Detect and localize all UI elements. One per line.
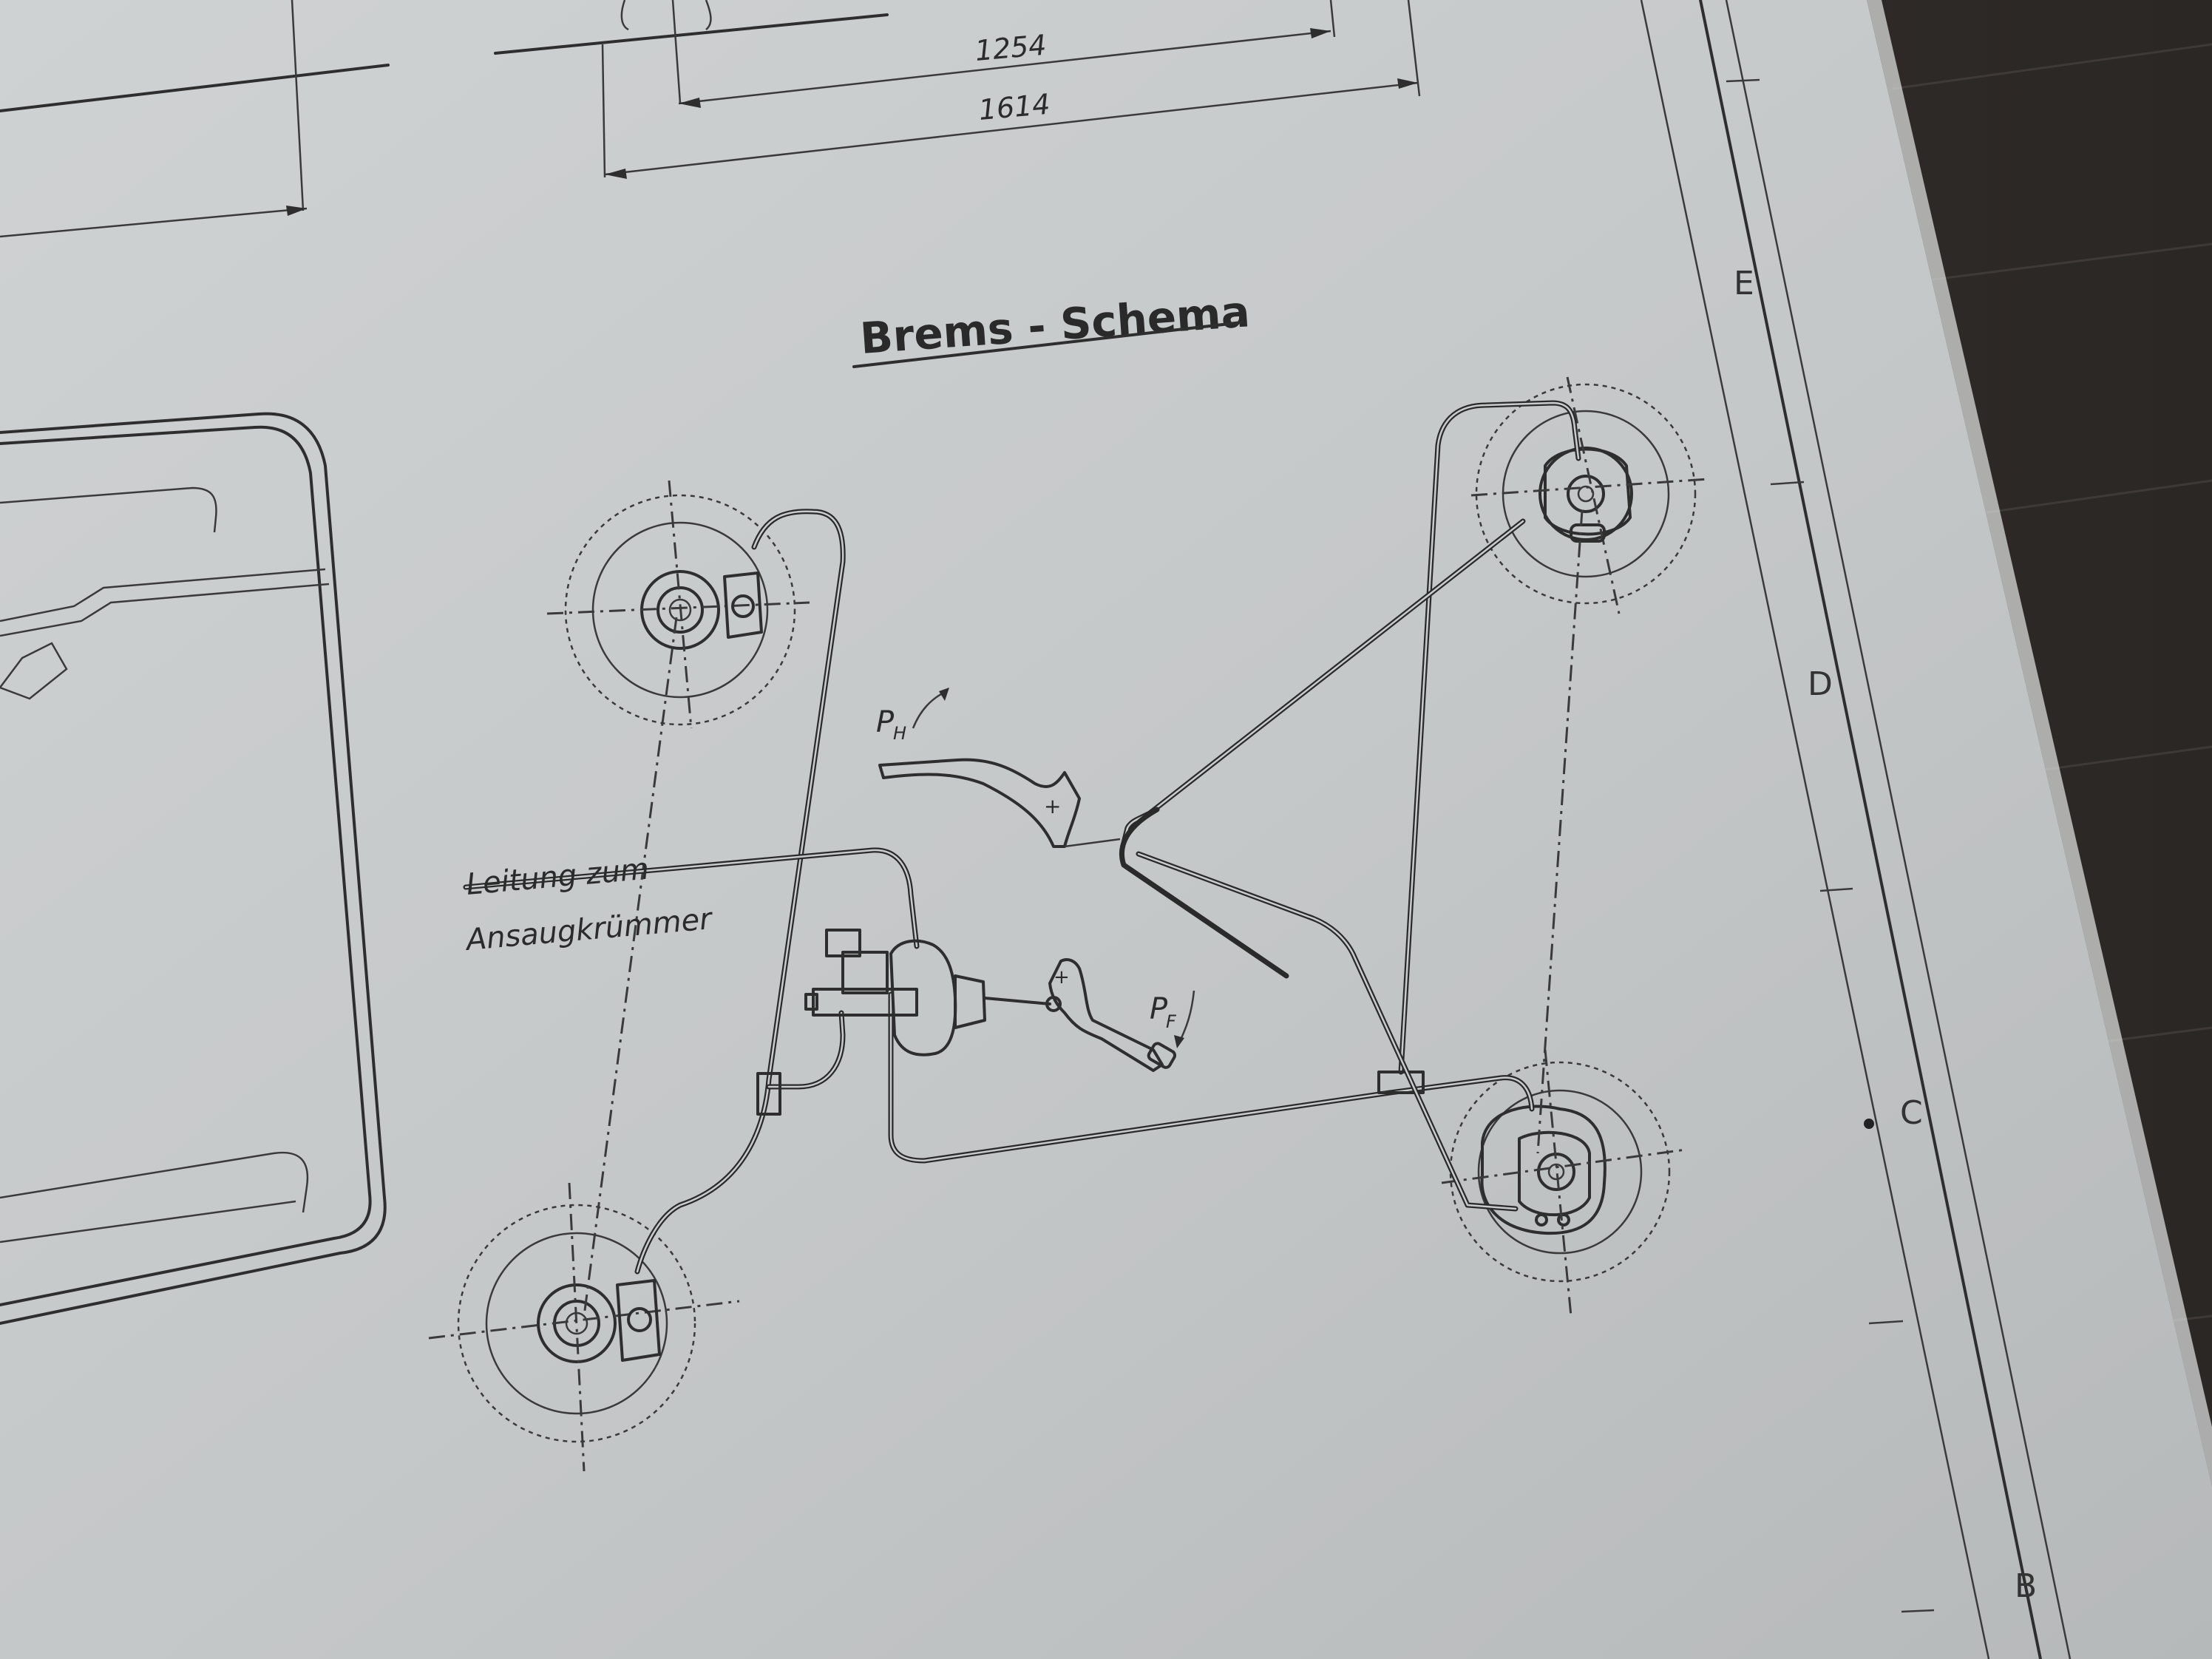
svg-text:F: F: [1166, 1011, 1177, 1032]
dimension-1254: 1254: [974, 29, 1048, 67]
zone-letter-d: D: [1808, 665, 1833, 703]
zone-letter-b: B: [2015, 1567, 2037, 1605]
title-underline: [852, 321, 1244, 368]
svg-text:+: +: [1044, 794, 1061, 818]
dimension-1614: 1614: [977, 88, 1051, 126]
handbrake-force-label: P H: [876, 688, 949, 744]
foot-force-label: P F: [1150, 990, 1195, 1048]
vehicle-outline: [0, 412, 387, 1325]
front-axle-line: [583, 617, 678, 1317]
svg-text:P: P: [876, 705, 895, 739]
rear-axle-line: [1536, 509, 1584, 1154]
zone-letter-e: E: [1734, 265, 1754, 302]
rear-left-wheel-drum-brake: [1470, 376, 1709, 614]
brake-pedal: +: [1048, 958, 1177, 1072]
zone-letter-c: C: [1900, 1094, 1923, 1132]
dimension-lines: [0, 0, 1421, 238]
svg-text:H: H: [893, 723, 906, 744]
paper-shadow-edge: [1867, 0, 2212, 1486]
ink-dot: [1864, 1119, 1874, 1129]
front-right-wheel-disc-brake: [428, 1182, 740, 1472]
drawing-frame: [1640, 0, 2072, 1659]
front-left-wheel-disc-brake: [546, 480, 810, 729]
master-cylinder-servo: [804, 929, 1062, 1056]
handbrake-lever: +: [878, 758, 1121, 848]
svg-text:+: +: [1054, 966, 1070, 988]
brake-lines: [463, 400, 1581, 1275]
svg-text:P: P: [1150, 992, 1168, 1026]
